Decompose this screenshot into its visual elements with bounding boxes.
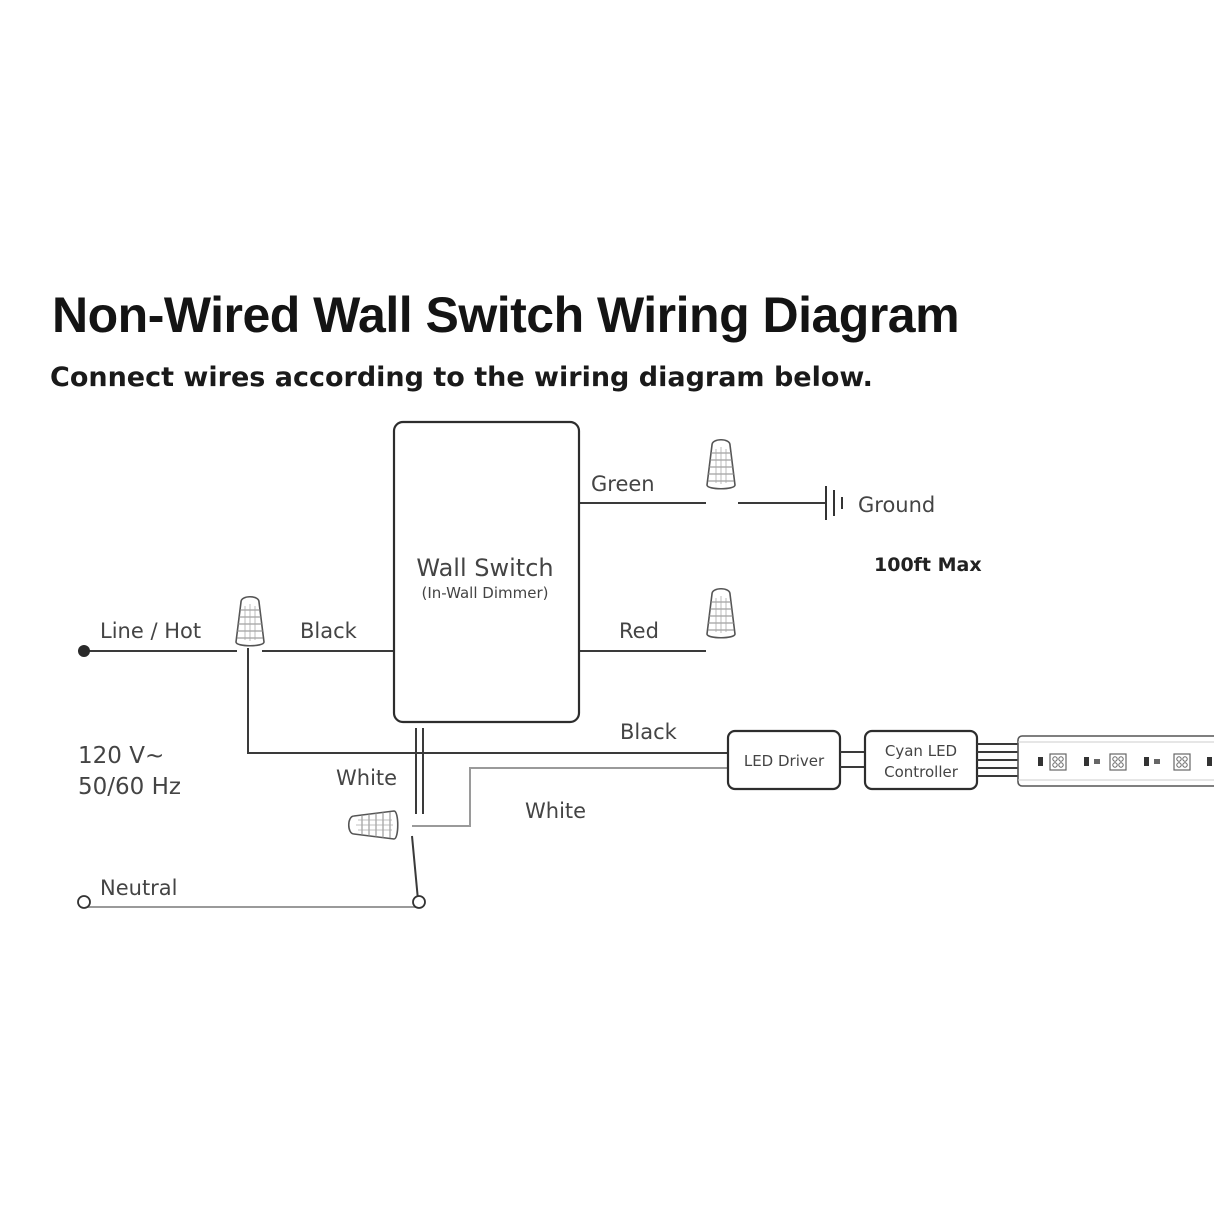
- black-in-label: Black: [300, 619, 358, 643]
- page-subtitle: Connect wires according to the wiring di…: [50, 362, 873, 393]
- led-driver-label: LED Driver: [744, 752, 825, 770]
- wire-nut-icon: [706, 438, 736, 490]
- controller-label-line2: Controller: [884, 763, 959, 781]
- neutral-tap-wire: [411, 835, 419, 901]
- page-title: Non-Wired Wall Switch Wiring Diagram: [52, 287, 960, 343]
- wall-switch-sublabel: (In-Wall Dimmer): [422, 584, 549, 602]
- neutral-terminal: [77, 895, 91, 909]
- max-length-label: 100ft Max: [874, 554, 982, 576]
- wall-switch-label: Wall Switch: [416, 554, 553, 582]
- wire-nut-icon: [235, 595, 265, 647]
- wire-nut-icon: [347, 810, 399, 840]
- red-label: Red: [619, 619, 659, 643]
- white-out-label: White: [525, 799, 586, 823]
- ground-label: Ground: [858, 493, 935, 517]
- voltage-label: 120 V~: [78, 743, 164, 769]
- wire-nut-icon: [706, 587, 736, 639]
- line-terminal: [78, 645, 90, 657]
- controller-label-line1: Cyan LED: [885, 742, 957, 760]
- ground-symbol-icon: [825, 486, 843, 520]
- led-driver-box: [726, 729, 842, 791]
- white-switch-label: White: [336, 766, 397, 790]
- line-hot-label: Line / Hot: [100, 619, 201, 643]
- wall-switch-box: [392, 420, 581, 724]
- green-label: Green: [591, 472, 655, 496]
- white-out-wire: [412, 767, 728, 827]
- black-out-wire: [247, 648, 728, 754]
- led-strip-icon: [1017, 735, 1214, 787]
- neutral-label: Neutral: [100, 876, 178, 900]
- frequency-label: 50/60 Hz: [78, 774, 181, 800]
- black-out-label: Black: [620, 720, 678, 744]
- neutral-junction: [412, 895, 426, 909]
- controller-output-wires: [977, 743, 1018, 777]
